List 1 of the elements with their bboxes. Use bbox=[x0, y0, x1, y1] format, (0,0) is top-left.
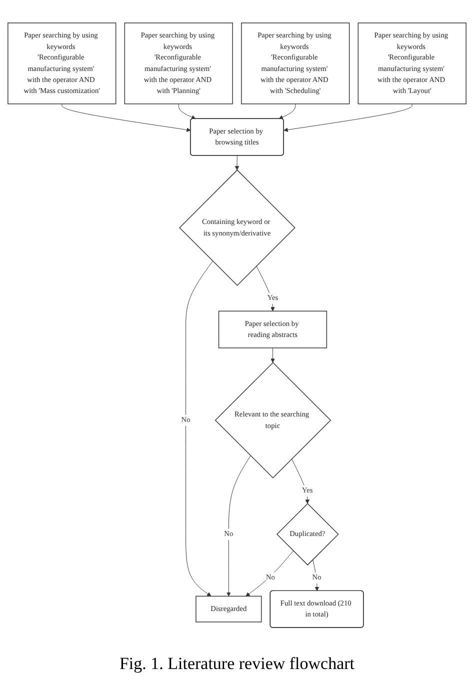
figure-caption: Fig. 1. Literature review flowchart bbox=[119, 653, 355, 675]
